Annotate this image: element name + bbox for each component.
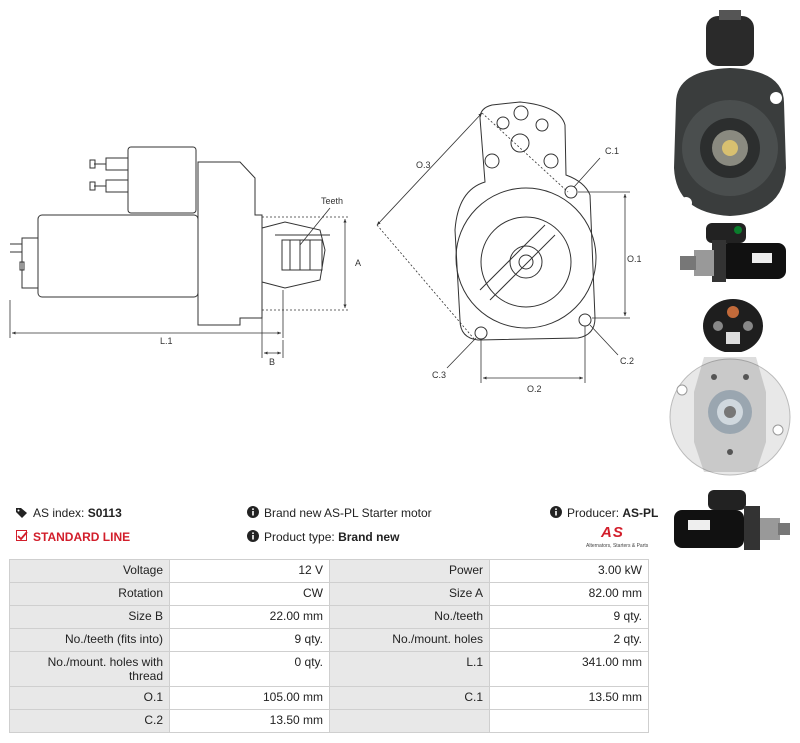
producer-value: AS-PL — [622, 506, 659, 520]
spec-label: Size B — [9, 605, 170, 629]
standard-line: STANDARD LINE — [16, 529, 130, 546]
spec-label: No./mount. holes with thread — [9, 651, 170, 687]
spec-label: Size A — [329, 582, 490, 606]
label-a: A — [355, 258, 361, 268]
producer-label: Producer: — [567, 506, 620, 520]
as-pl-logo: AS Alternators, Starters & Parts — [586, 524, 650, 552]
photo-side-1 — [676, 218, 792, 288]
spec-value: 9 qty. — [169, 628, 330, 652]
spec-value: 82.00 mm — [489, 582, 649, 606]
photo-front-2 — [664, 352, 796, 482]
spec-label — [329, 709, 490, 733]
info-icon — [247, 505, 259, 522]
spec-value — [489, 709, 649, 733]
front-view — [454, 101, 597, 341]
spec-value: 12 V — [169, 559, 330, 583]
tag-icon — [16, 506, 28, 522]
producer: Producer: AS-PL — [550, 505, 658, 522]
spec-label: No./teeth (fits into) — [9, 628, 170, 652]
label-c2: C.2 — [620, 356, 634, 366]
spec-label: Rotation — [9, 582, 170, 606]
spec-value: 13.50 mm — [169, 709, 330, 733]
photo-rear-1 — [698, 296, 768, 356]
as-index-value: S0113 — [87, 506, 122, 520]
logo-tagline: Alternators, Starters & Parts — [586, 543, 649, 549]
product-type: Product type: Brand new — [247, 529, 399, 546]
logo-mark: AS — [601, 524, 624, 541]
brand-new-text: Brand new AS-PL Starter motor — [264, 506, 432, 520]
label-o2: O.2 — [527, 384, 542, 394]
spec-value: 341.00 mm — [489, 651, 649, 687]
spec-value: 13.50 mm — [489, 686, 649, 710]
spec-label: No./mount. holes — [329, 628, 490, 652]
product-type-label: Product type: — [264, 530, 335, 544]
info-icon — [247, 529, 259, 546]
spec-label: C.1 — [329, 686, 490, 710]
as-index: AS index: S0113 — [16, 505, 122, 522]
spec-value: 2 qty. — [489, 628, 649, 652]
label-teeth: Teeth — [321, 196, 343, 206]
spec-row: No./teeth (fits into)9 qty.No./mount. ho… — [9, 628, 649, 652]
technical-drawing: Teeth A B L.1 O.3 C.1 O.1 C.2 C.3 O.2 — [9, 101, 642, 394]
brand-new-info: Brand new AS-PL Starter motor — [247, 505, 432, 522]
spec-value: 0 qty. — [169, 651, 330, 687]
spec-label: Power — [329, 559, 490, 583]
spec-label: No./teeth — [329, 605, 490, 629]
standard-line-label: STANDARD LINE — [33, 530, 131, 544]
spec-value: CW — [169, 582, 330, 606]
spec-value: 3.00 kW — [489, 559, 649, 583]
product-type-value: Brand new — [338, 530, 400, 544]
photo-side-2 — [668, 484, 794, 556]
spec-value: 105.00 mm — [169, 686, 330, 710]
photo-front-flange — [664, 8, 796, 218]
spec-value: 22.00 mm — [169, 605, 330, 629]
label-l1: L.1 — [160, 336, 173, 346]
check-square-icon — [16, 529, 28, 546]
label-c3: C.3 — [432, 370, 446, 380]
spec-label: L.1 — [329, 651, 490, 687]
spec-label: O.1 — [9, 686, 170, 710]
label-c1: C.1 — [605, 146, 619, 156]
spec-value: 9 qty. — [489, 605, 649, 629]
label-b: B — [269, 357, 275, 367]
as-index-label: AS index: — [33, 506, 85, 520]
info-icon — [550, 505, 562, 522]
label-o3: O.3 — [416, 160, 431, 170]
label-o1: O.1 — [627, 254, 642, 264]
spec-label: C.2 — [9, 709, 170, 733]
side-view — [10, 146, 330, 326]
spec-label: Voltage — [9, 559, 170, 583]
